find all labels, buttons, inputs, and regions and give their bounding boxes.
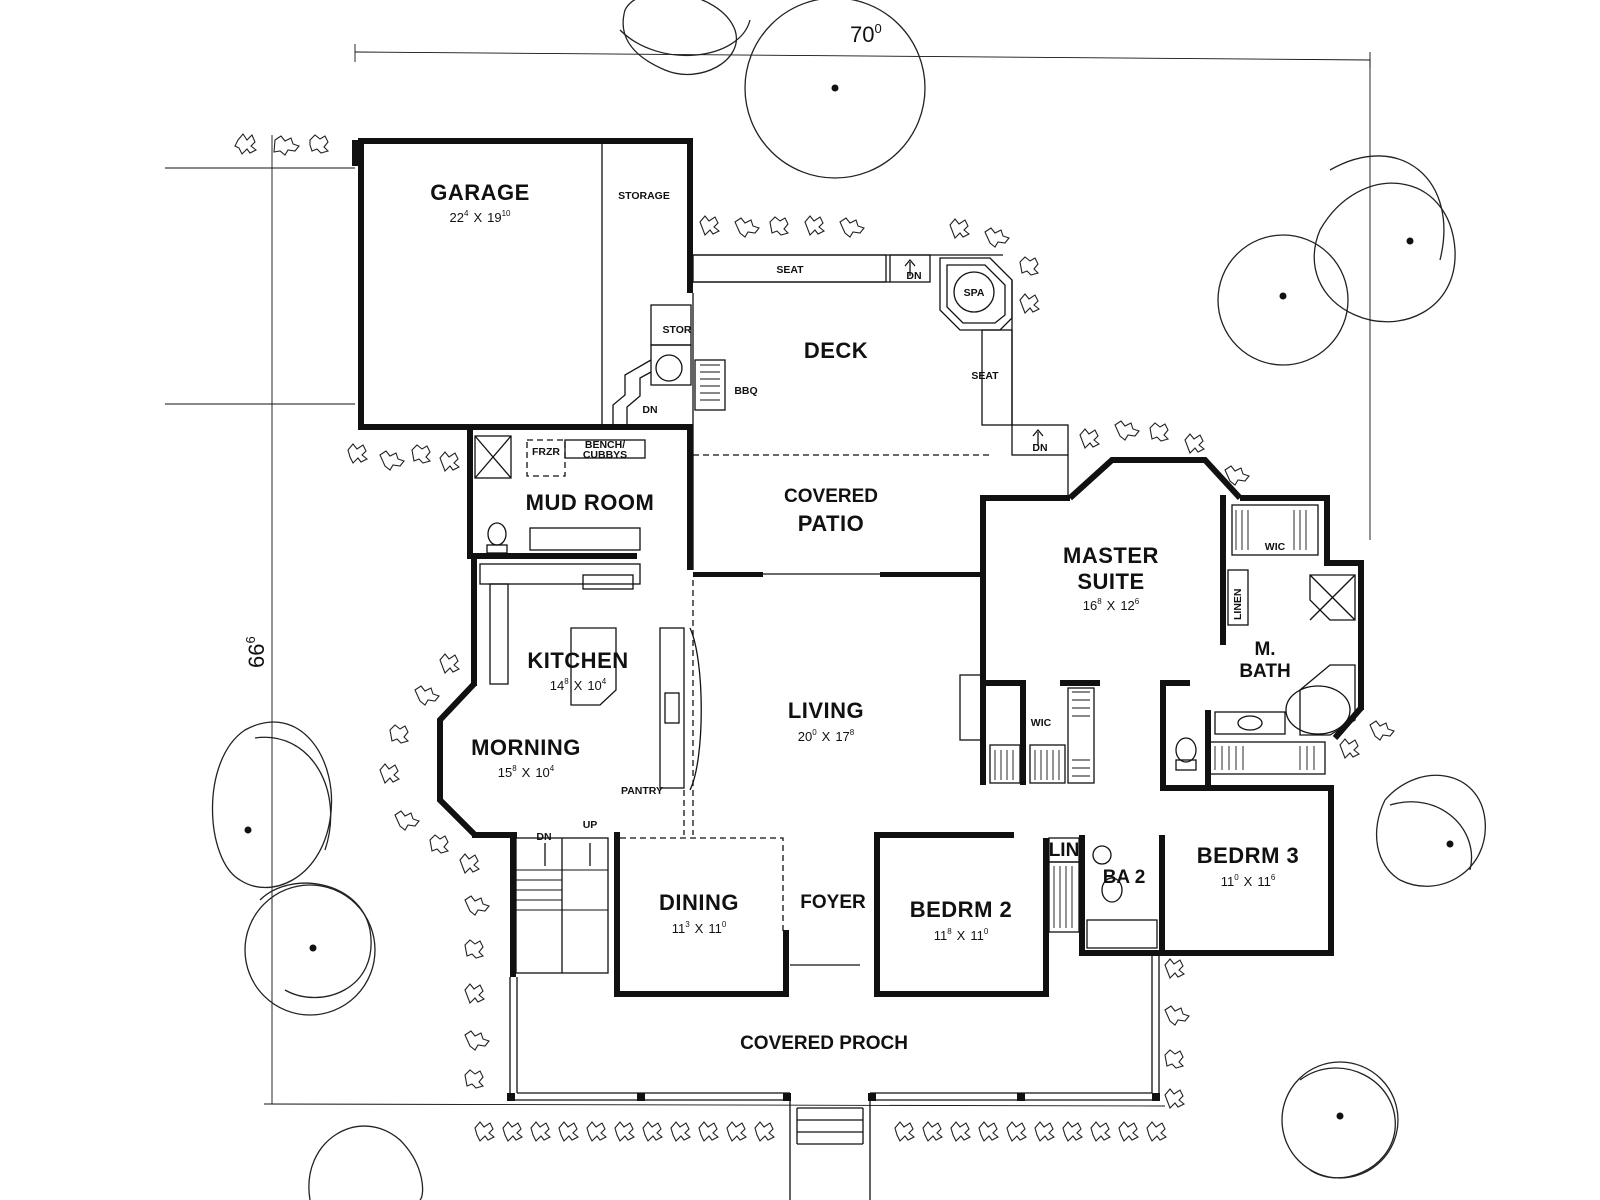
hedge-shrub <box>642 1121 664 1142</box>
hedge-shrub <box>558 1121 580 1142</box>
hedge-shrub <box>726 1121 748 1142</box>
spa-label: SPA <box>964 287 985 299</box>
hedge-shrub <box>502 1121 524 1142</box>
hedge-shrub <box>698 1121 720 1142</box>
kitchen-label: KITCHEN <box>527 648 628 673</box>
covered-porch-label: COVERED PROCH <box>740 1033 908 1054</box>
covered-patio-label-2: PATIO <box>798 511 864 536</box>
hedge-shrub <box>1034 1121 1056 1142</box>
tree-top-center <box>619 0 926 179</box>
hedge-shrub <box>1090 1121 1112 1142</box>
bedroom-3-label: BEDRM 3 <box>1197 843 1300 868</box>
kitchen-walls <box>437 556 702 838</box>
living-label: LIVING <box>788 698 864 723</box>
bedrooms-walls <box>874 785 1334 997</box>
garage-walls <box>352 138 693 430</box>
hedge-shrub <box>1118 1121 1140 1142</box>
storage-label: STORAGE <box>618 190 670 202</box>
stor-label: STOR <box>663 324 692 336</box>
pantry-label: PANTRY <box>621 785 663 797</box>
hedge-shrub <box>754 1121 776 1142</box>
bath-2-label: BA 2 <box>1103 867 1146 888</box>
covered-patio-label-1: COVERED <box>784 486 878 507</box>
tree-left <box>211 721 376 1016</box>
hedge-shrub <box>586 1121 608 1142</box>
stair-up-label: UP <box>583 819 598 831</box>
seat-top-label: SEAT <box>776 264 804 276</box>
svg-text:700: 700 <box>850 21 882 47</box>
hedge-shrub <box>614 1121 636 1142</box>
bedroom-2-label: BEDRM 2 <box>910 897 1013 922</box>
hedge-shrub <box>1146 1121 1168 1142</box>
living-walls <box>959 674 1100 785</box>
deck-outline <box>692 254 1069 570</box>
lot-width-dimension: 700 <box>850 21 882 47</box>
morning-label: MORNING <box>471 735 581 760</box>
hedge-shrub <box>978 1121 1000 1142</box>
living-wic-label: WIC <box>1031 717 1052 729</box>
master-bath-label-1: M. <box>1254 639 1275 660</box>
cubbys-label: CUBBYS <box>583 449 627 461</box>
lot-lines <box>165 44 1371 1107</box>
master-suite-label-2: SUITE <box>1077 569 1144 594</box>
mud-room-label: MUD ROOM <box>526 490 655 515</box>
hedge-shrub <box>950 1121 972 1142</box>
tree-right-upper <box>1217 155 1456 366</box>
deck-label: DECK <box>804 338 868 363</box>
stair-dn-label: DN <box>642 404 657 416</box>
stairs-and-dining-walls <box>510 832 860 997</box>
tree-right-middle <box>1375 774 1486 887</box>
lin-label: LIN <box>1049 840 1080 861</box>
master-bath-label-2: BATH <box>1239 661 1290 682</box>
hedge-shrub <box>1062 1121 1084 1142</box>
svg-text:666: 666 <box>243 636 269 668</box>
foyer-label: FOYER <box>800 892 866 913</box>
tree-bottom-left <box>308 1125 424 1200</box>
frzr-label: FRZR <box>532 446 560 458</box>
master-wic-label: WIC <box>1265 541 1286 553</box>
hedge-shrub <box>1006 1121 1028 1142</box>
seat-right-label: SEAT <box>971 370 999 382</box>
dn-mid-label: DN <box>1032 442 1047 454</box>
dn-top-label: DN <box>906 270 921 282</box>
hedge-shrub <box>922 1121 944 1142</box>
hedge-shrub <box>894 1121 916 1142</box>
mud-room-walls <box>467 430 693 570</box>
tree-bottom-right <box>1281 1061 1399 1179</box>
master-suite-label-1: MASTER <box>1063 543 1159 568</box>
garage-label: GARAGE <box>430 180 530 205</box>
lot-depth-dimension: 666 <box>243 636 269 668</box>
hedge-shrub <box>670 1121 692 1142</box>
front-hedge <box>474 1121 1168 1142</box>
dining-label: DINING <box>659 890 739 915</box>
bench-label: BENCH/ <box>585 439 625 451</box>
hedge-shrub <box>474 1121 496 1142</box>
covered-porch-outline <box>507 956 1160 1200</box>
bbq-label: BBQ <box>734 385 757 397</box>
linen-label: LINEN <box>1232 589 1244 621</box>
hedge-shrub <box>530 1121 552 1142</box>
master-suite-walls <box>980 457 1364 790</box>
stair-down-label: DN <box>536 831 551 843</box>
patio-doors <box>693 572 980 577</box>
shrubs <box>234 133 1395 1109</box>
